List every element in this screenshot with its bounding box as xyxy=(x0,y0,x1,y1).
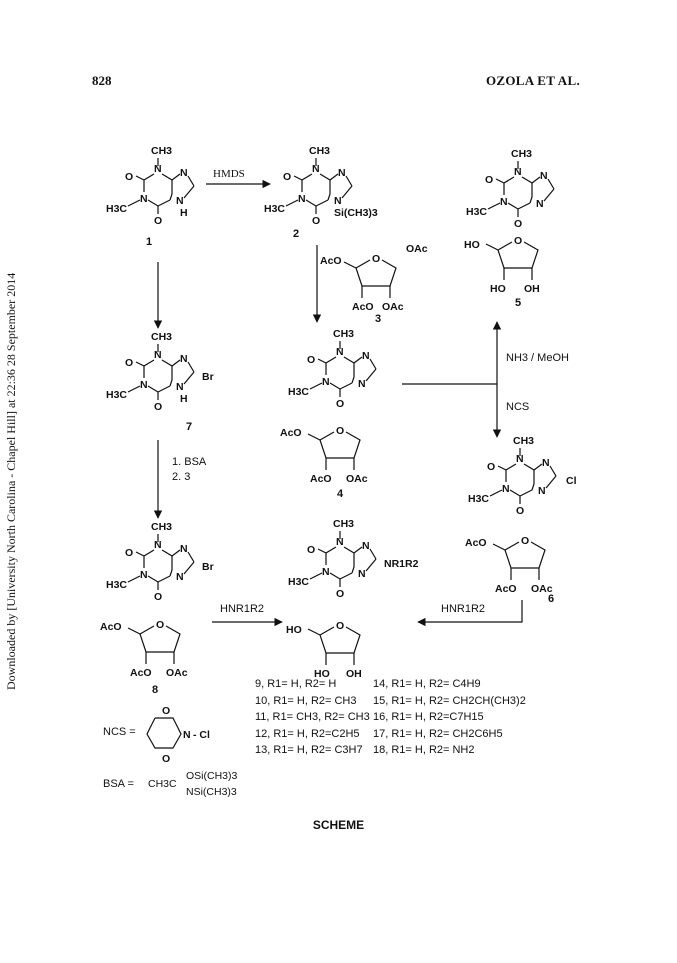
compound-4-structure xyxy=(287,327,377,411)
svg-text:Cl: Cl xyxy=(566,475,577,487)
product-structure: NR1R2 xyxy=(287,517,419,601)
svg-text:AcO: AcO xyxy=(495,583,517,595)
svg-text:HO: HO xyxy=(286,624,302,636)
bsa-definition-label: BSA = xyxy=(103,778,134,790)
compound-1-structure: H xyxy=(105,144,195,228)
compound-5-structure xyxy=(465,147,555,231)
svg-text:- Cl: - Cl xyxy=(193,729,210,741)
compound-number: 1 xyxy=(146,236,152,248)
compound-entry: 15, R1= H, R2= CH2CH(CH3)2 xyxy=(373,694,526,707)
compound-number: 7 xyxy=(186,421,192,433)
svg-text:OAc: OAc xyxy=(166,667,188,679)
compound-entry: 17, R1= H, R2= CH2C6H5 xyxy=(373,727,503,740)
svg-text:O: O xyxy=(162,705,170,717)
ncs-definition-label: NCS = xyxy=(103,726,136,738)
compound-list-row: 12, R1= H, R2=C2H5 17, R1= H, R2= CH2C6H… xyxy=(255,726,526,743)
compound-2-structure: Si(CH3)3 xyxy=(263,144,378,228)
compound-entry: 10, R1= H, R2= CH3 xyxy=(255,694,357,707)
compound-list: 9, R1= H, R2= H 14, R1= H, R2= C4H9 10, … xyxy=(255,676,526,759)
compound-entry: 9, R1= H, R2= H xyxy=(255,678,337,690)
bsa-formula-bottom: NSi(CH3)3 xyxy=(186,786,237,798)
compound-number: 6 xyxy=(548,593,554,605)
compound-entry: 14, R1= H, R2= C4H9 xyxy=(373,678,481,690)
svg-text:Br: Br xyxy=(202,561,214,573)
svg-text:OH: OH xyxy=(346,668,362,680)
svg-text:AcO: AcO xyxy=(100,621,122,633)
compound-list-row: 9, R1= H, R2= H 14, R1= H, R2= C4H9 xyxy=(255,676,526,693)
scheme-caption: SCHEME xyxy=(312,818,365,832)
reagent-ncs: NCS xyxy=(506,401,529,413)
page-number: 828 xyxy=(92,73,112,88)
compound-8-structure: Br xyxy=(105,520,214,604)
svg-text:O: O xyxy=(162,753,170,765)
compound-list-row: 10, R1= H, R2= CH3 15, R1= H, R2= CH2CH(… xyxy=(255,693,526,710)
compound-entry: 13, R1= H, R2= C3H7 xyxy=(255,744,363,756)
reagent-nh3-meoh: NH3 / MeOH xyxy=(506,352,569,364)
svg-text:HO: HO xyxy=(464,239,480,251)
compound-entry: 12, R1= H, R2=C2H5 xyxy=(255,727,360,740)
compound-number: 3 xyxy=(375,313,381,325)
svg-text:AcO: AcO xyxy=(310,473,332,485)
svg-text:Br: Br xyxy=(202,371,214,383)
reagent-step-2: 2. 3 xyxy=(172,471,190,483)
compound-number: 4 xyxy=(337,488,344,500)
compound-number: 5 xyxy=(515,297,521,309)
svg-text:HO: HO xyxy=(490,283,506,295)
svg-text:H: H xyxy=(180,207,188,219)
running-head: OZOLA ET AL. xyxy=(485,73,580,88)
svg-text:OAc: OAc xyxy=(531,583,553,595)
svg-text:AcO: AcO xyxy=(320,255,342,267)
svg-text:H: H xyxy=(180,393,188,405)
reagent-hnr-right: HNR1R2 xyxy=(441,603,485,615)
reagent-hnr-left: HNR1R2 xyxy=(220,603,264,615)
svg-text:AcO: AcO xyxy=(130,667,152,679)
svg-text:OAc: OAc xyxy=(382,301,404,313)
svg-text:NR1R2: NR1R2 xyxy=(384,558,419,570)
compound-6-structure: Cl xyxy=(467,434,577,518)
svg-text:OH: OH xyxy=(524,283,540,295)
svg-text:OAc: OAc xyxy=(406,243,428,255)
compound-entry: 18, R1= H, R2= NH2 xyxy=(373,744,475,756)
compound-entry: 16, R1= H, R2=C7H15 xyxy=(373,711,484,723)
compound-3-structure: AcO OAc AcO OAc xyxy=(320,243,428,313)
compound-number: 2 xyxy=(293,228,299,240)
compound-entry: 11, R1= CH3, R2= CH3 xyxy=(255,711,370,723)
bsa-prefix: CH3C xyxy=(148,778,177,790)
svg-text:HO: HO xyxy=(314,668,330,680)
svg-text:OAc: OAc xyxy=(346,473,368,485)
svg-text:Si(CH3)3: Si(CH3)3 xyxy=(334,207,378,219)
bsa-formula-top: OSi(CH3)3 xyxy=(186,770,238,782)
compound-7-structure: H Br xyxy=(105,330,214,414)
ncs-structure: O O N - Cl xyxy=(146,705,210,765)
svg-text:AcO: AcO xyxy=(465,537,487,549)
compound-list-row: 13, R1= H, R2= C3H7 18, R1= H, R2= NH2 xyxy=(255,742,526,759)
svg-text:AcO: AcO xyxy=(280,427,302,439)
svg-text:N: N xyxy=(183,729,191,741)
svg-text:AcO: AcO xyxy=(352,301,374,313)
reagent-bsa-step: 1. BSA xyxy=(172,456,207,468)
compound-list-row: 11, R1= CH3, R2= CH3 16, R1= H, R2=C7H15 xyxy=(255,709,526,726)
reagent-hmds: HMDS xyxy=(213,168,245,180)
compound-number: 8 xyxy=(152,684,158,696)
